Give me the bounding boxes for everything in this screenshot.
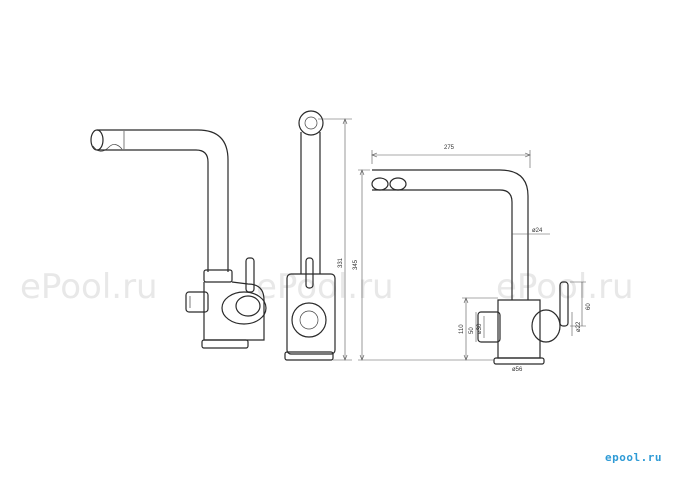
dim-reach-275-arrows [371,152,531,158]
left-valve-handle [185,291,209,313]
dim-height-331-arrows [342,118,348,361]
dim-spout-dia-label: ø24 [532,228,543,234]
faucet-front-view: 275 345 ø24 110 50 ø30 60 ø22 ø56 [353,145,592,373]
front-outlet-b [389,177,407,191]
right-knob-outer [221,291,267,325]
spout-tip-outlet [90,129,104,151]
dim-handle-60-line [570,281,586,327]
dim-valve-50-label: 50 [469,327,475,334]
front-lever [559,281,569,327]
dim-handle-60-label: 60 [586,303,592,310]
side-knob-outer [291,302,327,338]
dim-body-110-arrows [463,297,469,361]
front-body [497,299,541,359]
front-base [493,357,545,365]
front-left-valve [477,311,501,343]
dim-lever-22-label: ø22 [576,321,582,332]
dim-valve-lines [475,312,485,342]
front-right-knob [531,309,561,343]
side-base [284,351,334,361]
dim-height-331-line [318,118,352,361]
right-knob-inner [235,295,261,317]
side-riser [300,132,321,274]
front-outlet-a [371,177,389,191]
dim-height-345-arrows [359,169,365,361]
brand-logo: epool.ru [605,451,662,464]
spout-end-circle [298,110,324,136]
dim-valve-30-label: ø30 [477,323,483,334]
dim-reach-275-line [371,150,531,168]
front-spout-upper [372,169,529,300]
body-collar [203,269,233,283]
side-lever [305,257,314,289]
side-knob-inner [299,310,319,330]
dim-body-110-label: 110 [459,324,465,334]
watermark-group: ePool.ru ePool.ru ePool.ru [20,267,634,307]
spout-end-inner [304,116,318,130]
side-body [286,273,336,355]
spout-upper-edge [97,129,229,272]
dim-height-331-label: 331 [338,257,344,268]
faucet-side-view: 331 [284,110,352,361]
watermark-text-1: ePool.ru [20,267,158,307]
spout-lower-edge [97,149,209,272]
watermark-text-3: ePool.ru [496,267,634,307]
dim-body-110-line [462,297,498,360]
lever-handle [245,257,255,293]
dim-reach-275-label: 275 [444,145,455,151]
faucet-perspective-view [90,129,267,349]
dim-base-56-label: ø56 [512,367,523,373]
faucet-body [203,281,265,341]
dim-height-345-label: 345 [353,259,359,270]
faucet-base [201,339,249,349]
front-spout-lower [372,189,513,300]
dim-height-345-line [358,169,494,361]
watermark-text-2: ePool.ru [256,267,394,307]
